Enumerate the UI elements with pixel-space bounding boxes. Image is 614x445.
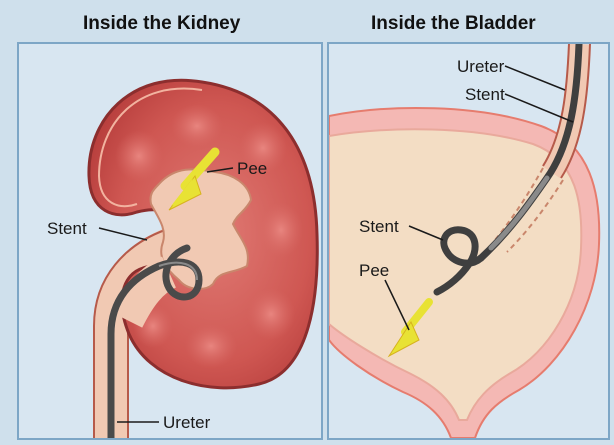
bladder-illustration: Ureter Stent Stent Pee xyxy=(329,44,608,438)
label-ureter: Ureter xyxy=(457,57,505,76)
kidney-panel-title: Inside the Kidney xyxy=(83,13,240,35)
kidney-panel: Pee Stent Ureter xyxy=(17,42,323,440)
bladder-panel: Ureter Stent Stent Pee xyxy=(327,42,610,440)
label-stent: Stent xyxy=(47,219,87,238)
label-ureter: Ureter xyxy=(163,413,211,432)
label-pee: Pee xyxy=(237,159,267,178)
kidney-illustration: Pee Stent Ureter xyxy=(19,44,321,438)
label-stent: Stent xyxy=(465,85,505,104)
bladder-panel-title: Inside the Bladder xyxy=(371,13,536,35)
label-stent-inside: Stent xyxy=(359,217,399,236)
label-pee: Pee xyxy=(359,261,389,280)
